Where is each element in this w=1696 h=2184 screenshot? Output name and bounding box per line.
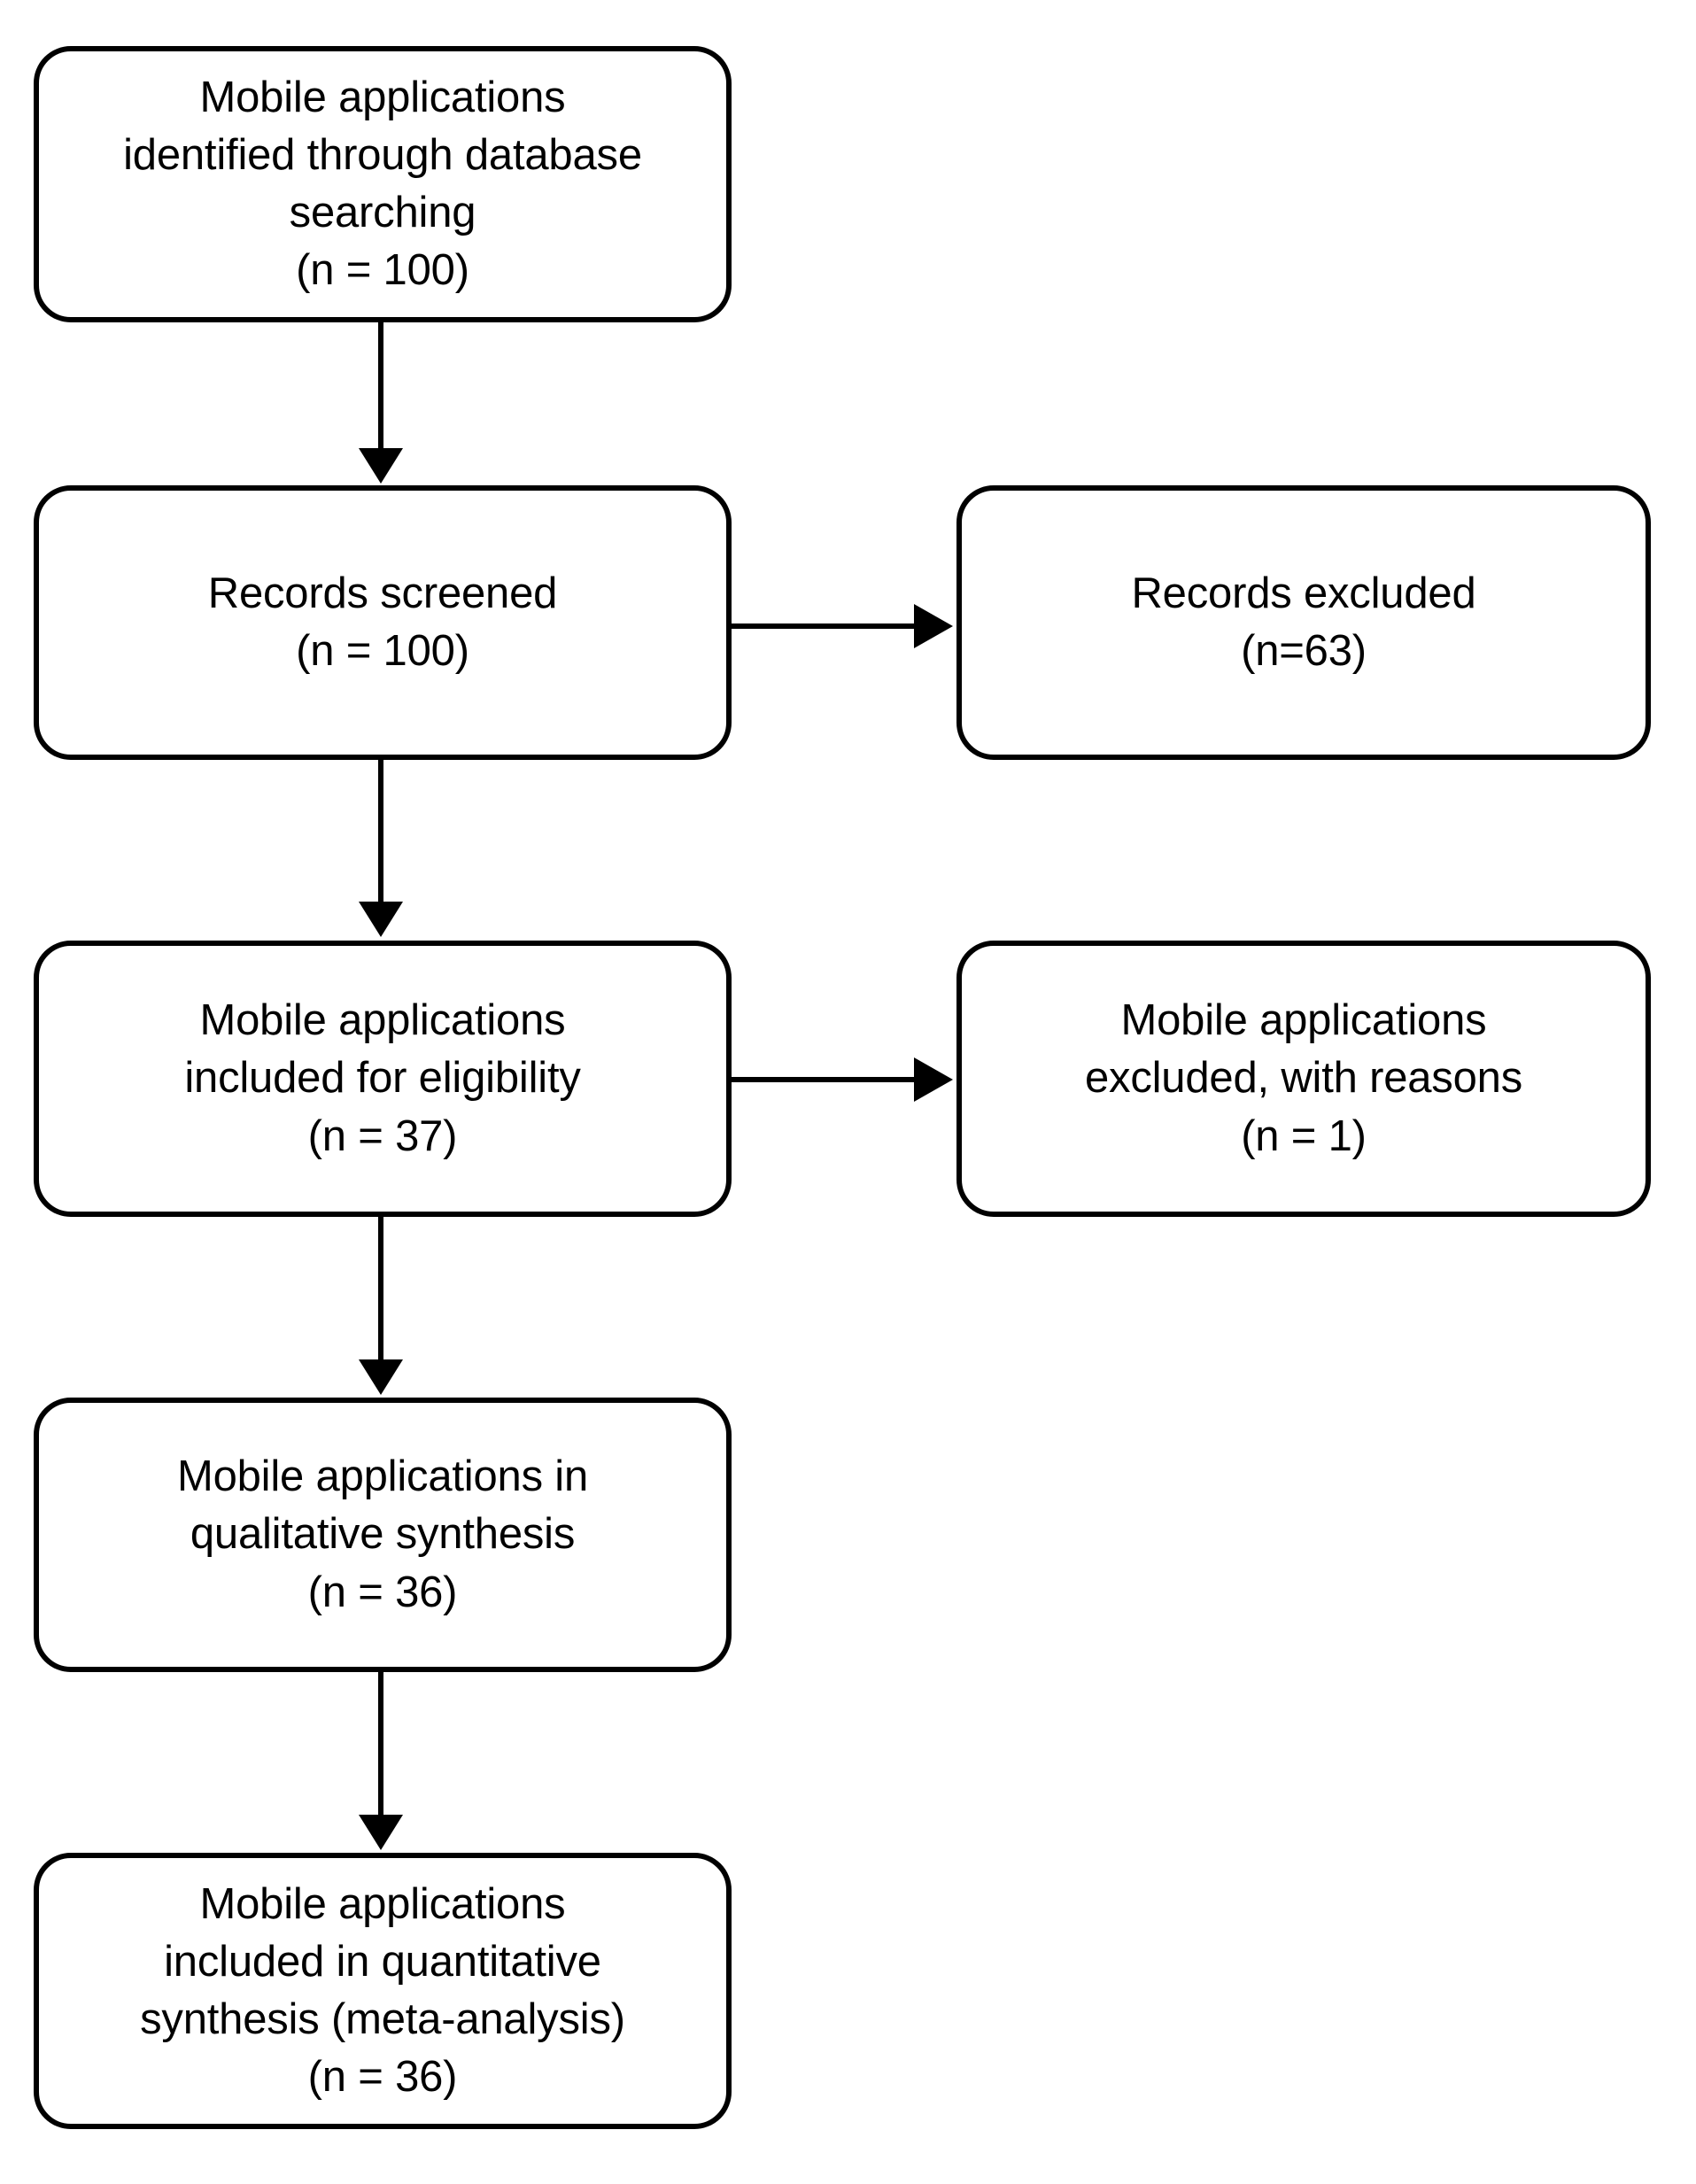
connector-line-vertical	[378, 1217, 383, 1362]
flow-box-qualitative[interactable]: Mobile applications in qualitative synth…	[34, 1398, 732, 1672]
flow-box-eligibility-text: Mobile applications included for eligibi…	[184, 996, 581, 1160]
flow-box-apps-excluded-text: Mobile applications excluded, with reaso…	[1084, 996, 1523, 1160]
connector-line-vertical	[378, 760, 383, 903]
flow-box-quantitative-text: Mobile applications included in quantita…	[140, 1879, 625, 2102]
flow-box-identification[interactable]: Mobile applications identified through d…	[34, 46, 732, 322]
arrowhead-down-icon	[359, 1359, 403, 1395]
arrowhead-right-icon	[914, 604, 953, 648]
flow-box-eligibility[interactable]: Mobile applications included for eligibi…	[34, 941, 732, 1217]
arrowhead-down-icon	[359, 1815, 403, 1850]
flow-box-identification-text: Mobile applications identified through d…	[123, 73, 642, 295]
flow-box-records-excluded[interactable]: Records excluded (n=63)	[956, 485, 1651, 760]
arrowhead-down-icon	[359, 448, 403, 484]
flow-box-records-excluded-text: Records excluded (n=63)	[1131, 569, 1476, 675]
flow-box-qualitative-text: Mobile applications in qualitative synth…	[176, 1452, 589, 1616]
connector-line-horizontal	[730, 1077, 921, 1082]
connector-line-vertical	[378, 1672, 383, 1817]
flow-box-screened[interactable]: Records screened (n = 100)	[34, 485, 732, 760]
connector-line-horizontal	[730, 623, 921, 629]
flow-box-apps-excluded[interactable]: Mobile applications excluded, with reaso…	[956, 941, 1651, 1217]
arrowhead-down-icon	[359, 902, 403, 937]
flow-box-screened-text: Records screened (n = 100)	[207, 569, 558, 675]
flow-box-quantitative[interactable]: Mobile applications included in quantita…	[34, 1853, 732, 2129]
arrowhead-right-icon	[914, 1057, 953, 1102]
connector-line-vertical	[378, 322, 383, 452]
